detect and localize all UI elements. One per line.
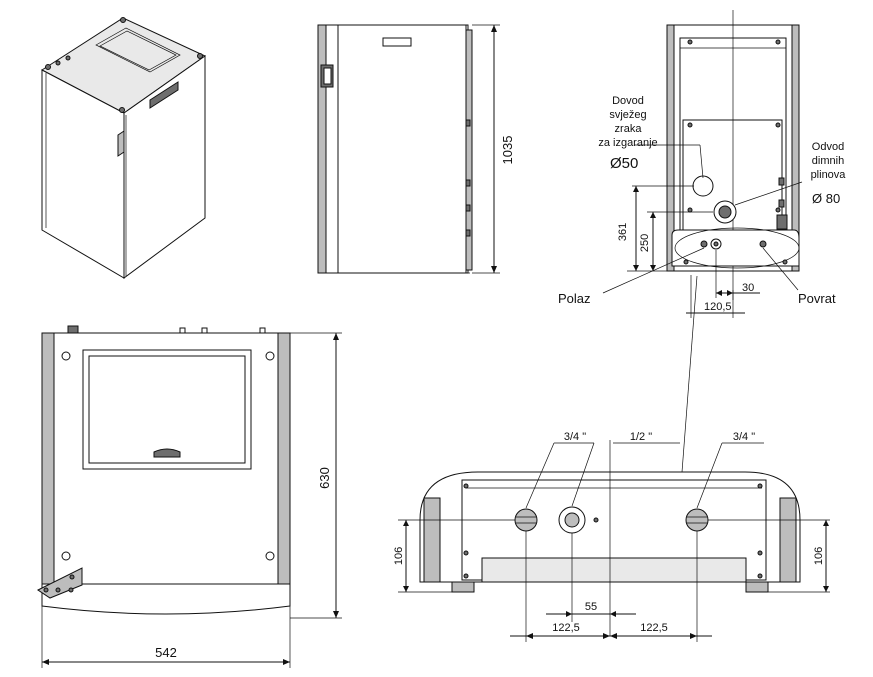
top-front-base <box>41 583 291 615</box>
label-polaz: Polaz <box>558 291 591 306</box>
top-view: 630 542 <box>37 325 342 668</box>
label-povrat: Povrat <box>798 291 836 306</box>
pipe-middle <box>558 506 586 534</box>
rear-view: Dovod svježeg zraka za izgaranje Ø50 Odv… <box>558 10 847 473</box>
fresh-air-inlet <box>692 175 714 197</box>
label-fresh-air-1: Dovod <box>612 95 644 107</box>
side-view: 1035 <box>317 24 515 274</box>
pipe-right <box>685 508 709 532</box>
dim-side-height: 1035 <box>500 136 515 165</box>
dim-rear-120-5: 120,5 <box>704 301 732 313</box>
dim-detail-106-left: 106 <box>393 547 405 565</box>
isometric-view <box>41 17 206 279</box>
label-flue-2: dimnih <box>812 155 844 167</box>
dim-detail-122-5-right: 122,5 <box>640 622 668 634</box>
label-flue-dia: Ø 80 <box>812 191 840 206</box>
label-fresh-air-4: za izgaranje <box>598 137 657 149</box>
dim-detail-122-5-left: 122,5 <box>552 622 580 634</box>
label-fresh-air-3: zraka <box>615 123 643 135</box>
label-flue-3: plinova <box>811 169 847 181</box>
iso-front-face <box>123 55 206 279</box>
label-fresh-air-dia: Ø50 <box>610 155 638 172</box>
label-pipe-middle: 1/2 " <box>630 431 652 443</box>
dim-top-height: 630 <box>317 467 332 489</box>
dim-rear-250: 250 <box>639 234 651 252</box>
dim-top-width: 542 <box>155 645 177 660</box>
label-flue-1: Odvod <box>812 141 844 153</box>
dim-rear-30: 30 <box>742 282 754 294</box>
pipe-left <box>514 508 538 532</box>
label-pipe-right: 3/4 " <box>733 431 755 443</box>
dim-detail-106-right: 106 <box>813 547 825 565</box>
dim-detail-55: 55 <box>585 601 597 613</box>
dim-rear-361: 361 <box>617 223 629 241</box>
label-fresh-air-2: svježeg <box>609 109 646 121</box>
label-pipe-left: 3/4 " <box>564 431 586 443</box>
detail-view: 3/4 " 1/2 " 3/4 " 106 106 55 122,5 122,5 <box>393 431 830 642</box>
